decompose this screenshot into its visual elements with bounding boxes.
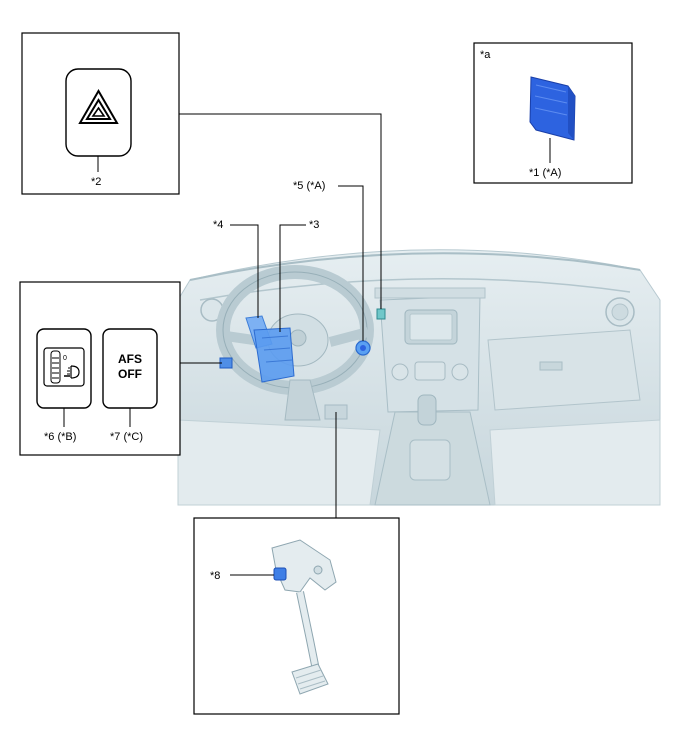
module-a-callout: [473, 42, 633, 184]
label-1: *1 (*A): [529, 167, 561, 179]
label-5: *5 (*A): [293, 180, 325, 192]
switches-callout: 0: [19, 281, 181, 456]
afs-off-line1: AFS: [118, 352, 142, 366]
brake-pedal-illustration: [271, 539, 337, 695]
svg-text:0: 0: [63, 355, 67, 362]
label-4: *4: [213, 219, 223, 231]
hazard-switch-callout: [21, 32, 180, 195]
label-7: *7 (*C): [110, 431, 143, 443]
dashboard-illustration: [177, 249, 661, 506]
leader-5: [338, 185, 364, 341]
label-8: *8: [210, 570, 220, 582]
hazard-triangle-icon: [78, 89, 119, 124]
label-6: *6 (*B): [44, 431, 76, 443]
highlight-component-5: [355, 340, 371, 356]
label-2: *2: [91, 176, 101, 188]
hazard-leader-line: [179, 113, 382, 309]
ecu-module-1: [529, 76, 576, 141]
pedal-callout: [193, 517, 400, 715]
label-3: *3: [309, 219, 319, 231]
highlight-module-3: [253, 327, 295, 383]
label-a: *a: [480, 49, 491, 61]
headlight-leveling-dial-icon: 0: [43, 347, 85, 387]
leader-4: [230, 224, 259, 318]
stop-light-switch-8: [273, 567, 287, 581]
leader-3: [279, 224, 306, 332]
afs-off-line2: OFF: [118, 367, 142, 381]
highlight-hazard-location: [376, 308, 386, 320]
